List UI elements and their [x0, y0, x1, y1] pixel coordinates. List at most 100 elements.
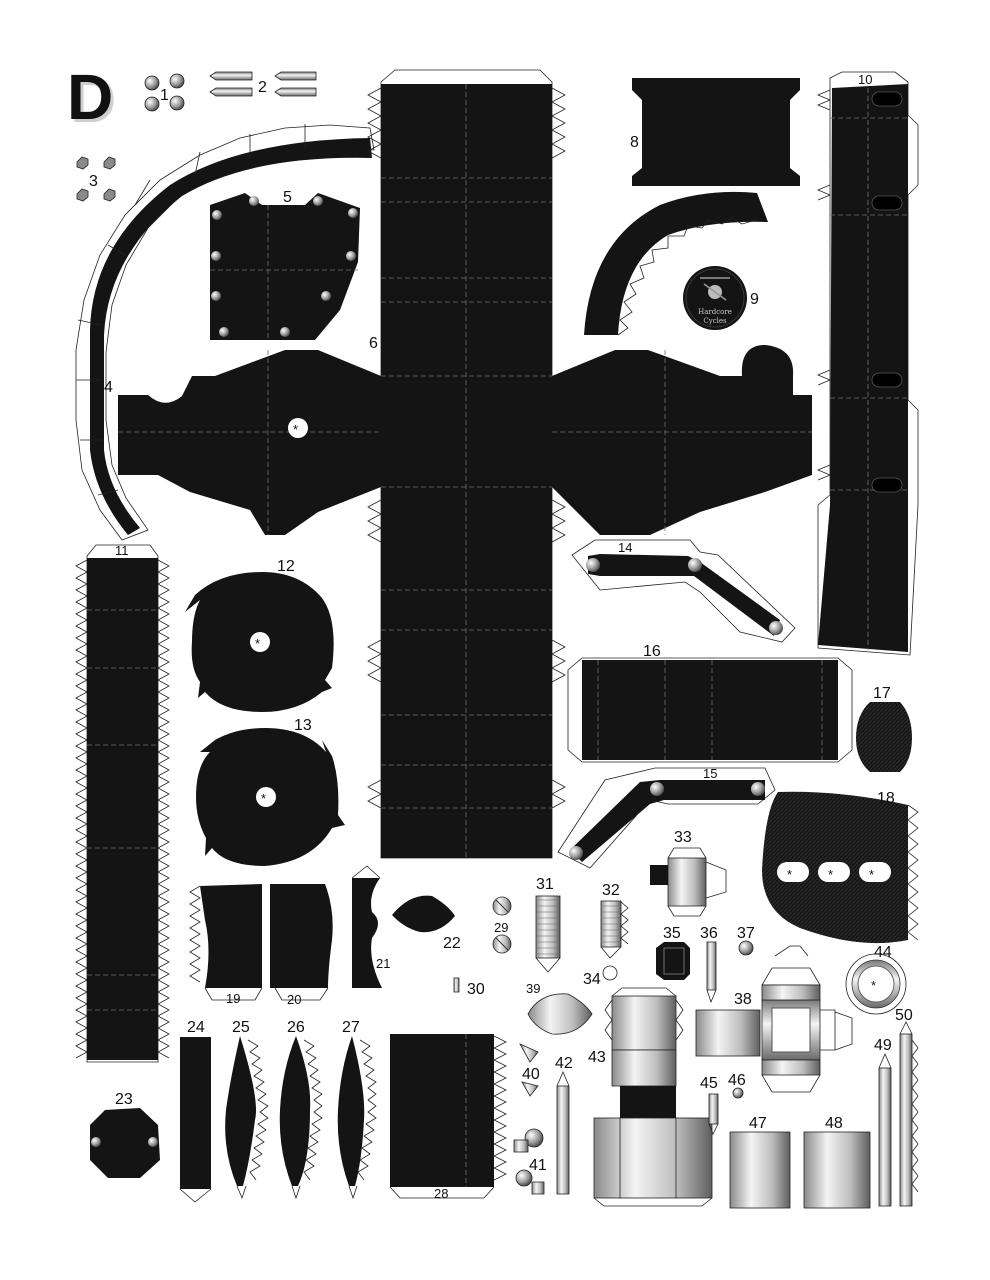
svg-text:Hardcore: Hardcore — [698, 308, 732, 316]
part-19-panel — [189, 884, 263, 1001]
part-32-threaded-rod — [600, 900, 629, 959]
part-label: 25 — [232, 1019, 250, 1036]
svg-text:*: * — [293, 422, 298, 437]
part-label: 1 — [160, 87, 169, 104]
part-label: 5 — [283, 189, 292, 206]
part-28-box — [389, 1034, 507, 1199]
part-42-rod — [556, 1070, 570, 1195]
part-17-carbon-oval — [856, 702, 912, 772]
part-10-tall-strip — [816, 71, 919, 656]
part-8-plate — [632, 78, 800, 186]
part-39-lens — [527, 993, 593, 1035]
part-14-bent-strip — [571, 539, 796, 643]
part-49-rod — [878, 1052, 892, 1207]
part-label: 46 — [728, 1072, 746, 1089]
part-label: 22 — [443, 935, 461, 952]
part-30-pin — [453, 977, 460, 993]
part-label: 39 — [526, 981, 540, 996]
part-label: 26 — [287, 1019, 305, 1036]
svg-text:*: * — [787, 867, 792, 882]
svg-text:Cycles: Cycles — [703, 317, 727, 325]
part-label: 17 — [873, 685, 891, 702]
part-label: 38 — [734, 991, 752, 1008]
part-label: 37 — [737, 925, 755, 942]
part-1-bolt-heads — [144, 73, 185, 112]
part-label: 43 — [588, 1049, 606, 1066]
part-label: 2 — [258, 79, 267, 96]
part-18-carbon-cowl: * * * — [762, 791, 919, 944]
part-label: 30 — [467, 981, 485, 998]
part-label: 28 — [434, 1186, 448, 1201]
part-3-hex-nuts — [76, 156, 116, 202]
part-label: 8 — [630, 134, 639, 151]
part-11-long-strip — [75, 544, 170, 1063]
part-45-pin — [708, 1093, 719, 1135]
part-15-bent-strip — [557, 767, 776, 869]
part-label: 47 — [749, 1115, 767, 1132]
part-label: 41 — [529, 1157, 547, 1174]
part-label: 14 — [618, 540, 632, 555]
sheet-letter: D D — [67, 61, 116, 136]
part-26-blade — [279, 1036, 323, 1200]
part-label: 24 — [187, 1019, 205, 1036]
part-23-disc — [90, 1108, 160, 1178]
svg-text:*: * — [869, 867, 874, 882]
part-21-bracket — [351, 865, 382, 988]
part-label: 31 — [536, 876, 554, 893]
part-36-pin — [706, 941, 717, 1004]
part-34-washer — [602, 965, 618, 981]
part-label: 7 — [757, 207, 764, 222]
part-7-curved-fender — [584, 191, 768, 336]
part-label: 16 — [643, 643, 661, 660]
svg-text:D: D — [67, 61, 113, 133]
part-40-wings — [519, 1043, 539, 1097]
part-label: 45 — [700, 1075, 718, 1092]
part-label: 34 — [583, 971, 601, 988]
part-label: 42 — [555, 1055, 573, 1072]
part-46-ball — [732, 1087, 744, 1099]
part-27-blade — [337, 1036, 377, 1200]
svg-text:*: * — [828, 867, 833, 882]
part-label: 12 — [277, 558, 295, 575]
part-label: 27 — [342, 1019, 360, 1036]
part-label: 9 — [750, 291, 759, 308]
part-50-rod — [899, 1021, 919, 1207]
part-41-knobs — [513, 1128, 545, 1195]
part-label: 11 — [115, 543, 129, 558]
part-label: 40 — [522, 1066, 540, 1083]
part-label: 32 — [602, 882, 620, 899]
part-label: 48 — [825, 1115, 843, 1132]
part-6-central-body: * — [118, 69, 812, 859]
part-label: 21 — [376, 956, 390, 971]
part-44-rosette: * — [845, 953, 907, 1015]
part-37-ball — [738, 940, 754, 956]
part-label: 33 — [674, 829, 692, 846]
part-47-sleeve — [729, 1131, 791, 1209]
part-24-strip — [179, 1037, 212, 1203]
part-16-rectangle — [567, 657, 853, 763]
part-label: 15 — [703, 766, 717, 781]
part-48-sleeve — [803, 1131, 871, 1209]
part-43-column — [593, 987, 713, 1207]
svg-text:*: * — [255, 636, 260, 651]
part-5-shield-plate — [210, 193, 360, 340]
part-label: 44 — [874, 944, 892, 961]
part-38-housing — [695, 945, 853, 1093]
part-4-curved-strip — [75, 124, 375, 541]
part-20-panel — [270, 884, 333, 1001]
part-12-gear-disc: * — [185, 572, 334, 712]
part-label: 13 — [294, 717, 312, 734]
part-33-block — [650, 847, 727, 917]
part-label: 4 — [104, 379, 113, 396]
part-31-threaded-rod — [535, 895, 561, 973]
part-13-gear-disc: * — [196, 728, 345, 866]
svg-text:*: * — [871, 978, 876, 993]
part-29-screws — [492, 896, 512, 954]
part-label: 36 — [700, 925, 718, 942]
part-label: 49 — [874, 1037, 892, 1054]
part-labels: 1 2 3 4 5 6 7 8 9 10 11 12 13 14 15 16 1… — [89, 72, 913, 1201]
part-label: 20 — [287, 992, 301, 1007]
part-label: 19 — [226, 991, 240, 1006]
part-label: 23 — [115, 1091, 133, 1108]
